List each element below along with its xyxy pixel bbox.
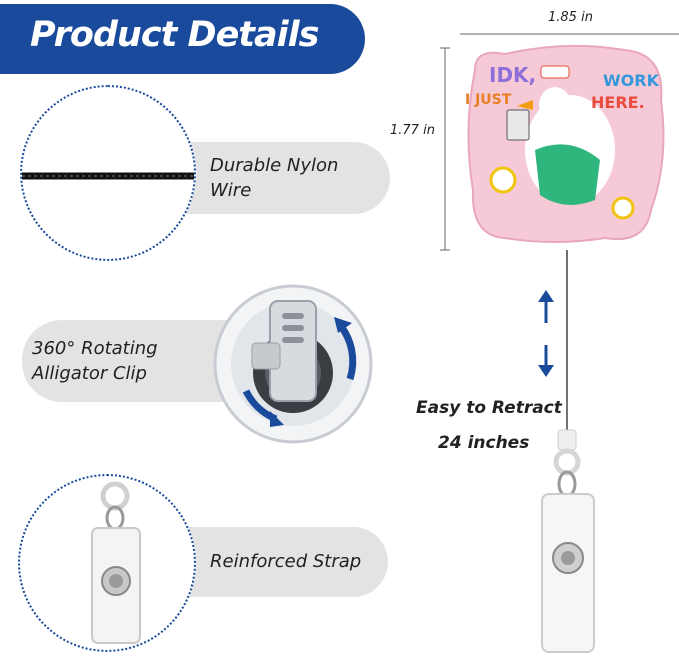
width-dimension: 1.85 in (548, 10, 593, 25)
feature-clip-line1: 360° Rotating (32, 338, 158, 359)
easy-retract-label: Easy to Retract (416, 398, 562, 418)
badge-text-1: IDK, (489, 63, 536, 87)
feature-clip-line2: Alligator Clip (32, 363, 147, 384)
alligator-clip-icon (213, 284, 373, 444)
strap-icon (91, 481, 141, 644)
badge-goose-icon: IDK, I JUST WORK HERE. (465, 44, 665, 243)
feature-nylon-line1: Durable Nylon (210, 155, 339, 176)
height-dimension: 1.77 in (390, 123, 435, 138)
strap-circle (18, 474, 196, 652)
badge-text-3: WORK (603, 71, 660, 90)
badge-text-4: HERE. (591, 93, 645, 112)
badge-text-2: I JUST (465, 92, 512, 108)
retract-length-label: 24 inches (438, 433, 530, 453)
header-banner: Product Details (0, 4, 365, 74)
nylon-wire-circle (20, 85, 196, 261)
page-title: Product Details (30, 15, 319, 55)
nylon-wire-icon (22, 172, 194, 180)
rotating-clip-circle (212, 283, 374, 445)
feature-nylon-line2: Wire (210, 180, 252, 201)
feature-strap-line1: Reinforced Strap (210, 551, 362, 572)
bottom-strap-icon (541, 429, 595, 653)
